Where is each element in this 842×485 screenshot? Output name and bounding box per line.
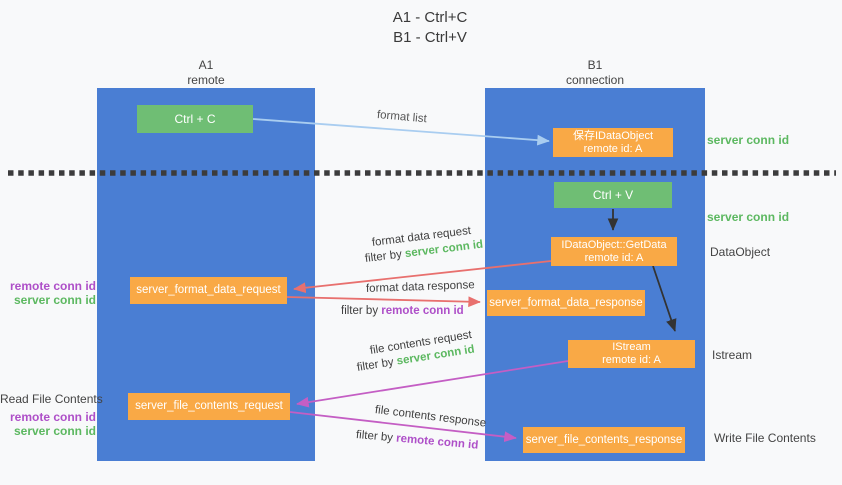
label-format-data-response: format data response — [365, 279, 475, 295]
remote-conn-id-text: remote conn id — [381, 305, 464, 317]
lifeline-b-role: connection — [565, 73, 625, 87]
node-ctrl-v: Ctrl + V — [554, 182, 672, 208]
node-save-idataobject-line2: remote id: A — [583, 142, 643, 155]
filter-by-text: filter by — [341, 305, 379, 317]
node-server-format-data-response-label: server_format_data_response — [489, 296, 643, 309]
node-server-format-data-request: server_format_data_request — [130, 277, 287, 304]
label-filter-by-remote-conn-id-2: filter by remote conn id — [355, 429, 478, 452]
label-server-conn-id-left-top: server conn id — [13, 293, 96, 307]
node-istream-line1: IStream — [612, 341, 651, 353]
node-idataobject-getdata: IDataObject::GetData remote id: A — [551, 237, 677, 266]
arrow-format-data-response — [286, 296, 481, 308]
node-server-file-contents-request-label: server_file_contents_request — [135, 400, 283, 412]
node-server-format-data-request-label: server_format_data_request — [136, 284, 281, 296]
node-idataobject-getdata-line1: IDataObject::GetData — [561, 238, 667, 251]
label-file-contents-response: file contents response — [374, 404, 487, 430]
label-server-conn-id-right-top: server conn id — [707, 133, 790, 147]
lifeline-a-role: remote — [187, 73, 225, 87]
lifeline-a-name: A1 — [198, 58, 214, 72]
node-istream: IStream remote id: A — [568, 340, 695, 368]
filter-by-text: filter by — [364, 248, 403, 265]
lifeline-b-header: B1 connection — [485, 58, 705, 88]
node-save-idataobject: 保存IDataObject remote id: A — [553, 128, 673, 157]
title-line-2: B1 - Ctrl+V — [393, 29, 467, 46]
label-dataobject: DataObject — [710, 245, 771, 259]
node-server-file-contents-response: server_file_contents_response — [523, 427, 685, 453]
lifeline-a-header: A1 remote — [97, 58, 315, 88]
label-read-file-contents: Read File Contents — [0, 392, 103, 406]
label-format-list: format list — [376, 109, 428, 126]
label-istream: Istream — [712, 348, 753, 362]
label-server-conn-id-right-mid: server conn id — [707, 210, 790, 224]
filter-by-text: filter by — [356, 356, 395, 374]
node-server-file-contents-response-label: server_file_contents_response — [525, 433, 683, 446]
label-remote-conn-id-left-bottom: remote conn id — [9, 410, 96, 424]
filter-by-text: filter by — [355, 429, 394, 445]
node-server-format-data-response: server_format_data_response — [487, 290, 645, 316]
remote-conn-id-text: remote conn id — [395, 432, 479, 452]
lifeline-b-name: B1 — [587, 58, 603, 72]
node-server-file-contents-request: server_file_contents_request — [128, 393, 290, 420]
label-remote-conn-id-left-top: remote conn id — [9, 279, 96, 293]
label-filter-by-remote-conn-id-1: filter by remote conn id — [341, 305, 464, 317]
label-server-conn-id-left-bottom: server conn id — [13, 424, 96, 438]
label-write-file-contents: Write File Contents — [714, 431, 816, 445]
node-istream-line2: remote id: A — [602, 354, 661, 366]
node-ctrl-c-label: Ctrl + C — [174, 111, 216, 126]
node-ctrl-c: Ctrl + C — [137, 105, 253, 133]
title-line-1: A1 - Ctrl+C — [392, 9, 468, 26]
diagram-title: A1 - Ctrl+C B1 - Ctrl+V — [280, 8, 580, 48]
node-ctrl-v-label: Ctrl + V — [592, 187, 634, 202]
node-idataobject-getdata-line2: remote id: A — [584, 251, 644, 264]
node-save-idataobject-line1: 保存IDataObject — [572, 129, 654, 142]
